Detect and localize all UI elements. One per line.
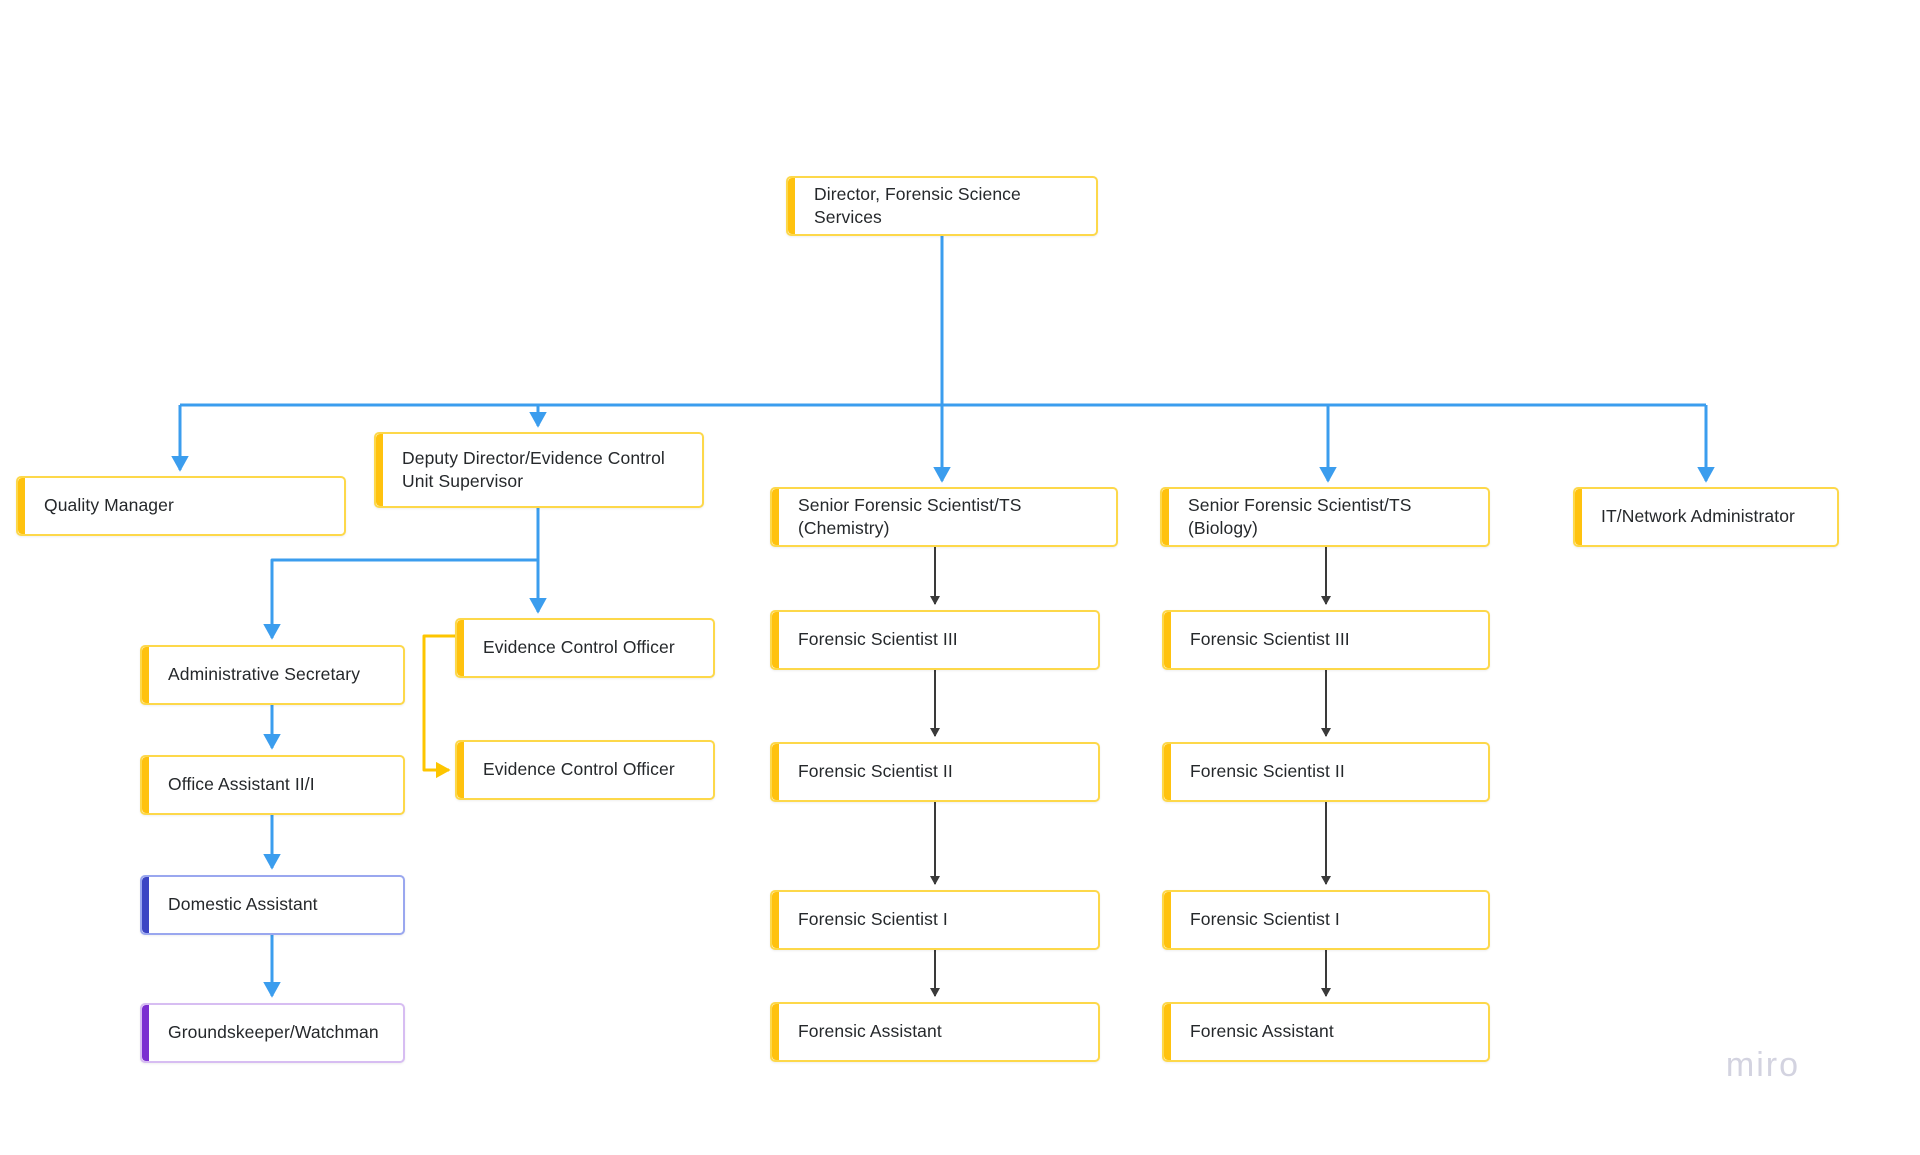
- node-accent-bar: [142, 877, 149, 933]
- node-label: Deputy Director/Evidence Control Unit Su…: [402, 447, 665, 491]
- node-accent-bar: [772, 892, 779, 948]
- node-label: Groundskeeper/Watchman: [168, 1022, 379, 1043]
- node-accent-bar: [1164, 612, 1171, 668]
- node-label: Forensic Scientist III: [798, 629, 958, 650]
- node-accent-bar: [457, 620, 464, 676]
- node-label: Forensic Assistant: [798, 1021, 942, 1042]
- node-accent-bar: [772, 744, 779, 800]
- node-bio-fs1[interactable]: Forensic Scientist I: [1162, 890, 1490, 950]
- node-bio-fa[interactable]: Forensic Assistant: [1162, 1002, 1490, 1062]
- node-label: Forensic Scientist III: [1190, 629, 1350, 650]
- node-label: Director, Forensic Science Services: [814, 183, 1021, 227]
- node-label: IT/Network Administrator: [1601, 506, 1795, 527]
- node-eco-1[interactable]: Evidence Control Officer: [455, 618, 715, 678]
- node-label: Evidence Control Officer: [483, 759, 675, 780]
- node-accent-bar: [1164, 744, 1171, 800]
- node-accent-bar: [788, 178, 795, 234]
- node-deputy-director[interactable]: Deputy Director/Evidence Control Unit Su…: [374, 432, 704, 508]
- node-label: Forensic Scientist II: [1190, 761, 1345, 782]
- node-label: Administrative Secretary: [168, 664, 361, 685]
- node-label: Senior Forensic Scientist/TS (Chemistry): [798, 494, 1022, 538]
- node-domestic-assistant[interactable]: Domestic Assistant: [140, 875, 405, 935]
- node-label: Forensic Scientist I: [1190, 909, 1340, 930]
- node-accent-bar: [1164, 892, 1171, 948]
- node-accent-bar: [1164, 1004, 1171, 1060]
- node-office-assistant[interactable]: Office Assistant II/I: [140, 755, 405, 815]
- node-label: Forensic Assistant: [1190, 1021, 1334, 1042]
- node-chem-fs3[interactable]: Forensic Scientist III: [770, 610, 1100, 670]
- node-quality-manager[interactable]: Quality Manager: [16, 476, 346, 536]
- node-accent-bar: [772, 489, 779, 545]
- node-chem-fa[interactable]: Forensic Assistant: [770, 1002, 1100, 1062]
- node-label: Office Assistant II/I: [168, 774, 315, 795]
- node-chem-fs1[interactable]: Forensic Scientist I: [770, 890, 1100, 950]
- node-it-admin[interactable]: IT/Network Administrator: [1573, 487, 1839, 547]
- node-eco-2[interactable]: Evidence Control Officer: [455, 740, 715, 800]
- node-sfs-biology[interactable]: Senior Forensic Scientist/TS (Biology): [1160, 487, 1490, 547]
- node-chem-fs2[interactable]: Forensic Scientist II: [770, 742, 1100, 802]
- node-groundskeeper[interactable]: Groundskeeper/Watchman: [140, 1003, 405, 1063]
- miro-watermark: miro: [1725, 1046, 1800, 1084]
- node-accent-bar: [142, 647, 149, 703]
- node-accent-bar: [772, 612, 779, 668]
- node-director[interactable]: Director, Forensic Science Services: [786, 176, 1098, 236]
- node-label: Forensic Scientist II: [798, 761, 953, 782]
- node-accent-bar: [142, 757, 149, 813]
- node-accent-bar: [376, 434, 383, 506]
- node-label: Forensic Scientist I: [798, 909, 948, 930]
- edge-eco1-eco2: [422, 634, 455, 779]
- node-label: Evidence Control Officer: [483, 637, 675, 658]
- node-accent-bar: [1575, 489, 1582, 545]
- node-accent-bar: [457, 742, 464, 798]
- node-admin-secretary[interactable]: Administrative Secretary: [140, 645, 405, 705]
- node-label: Senior Forensic Scientist/TS (Biology): [1188, 494, 1412, 538]
- node-accent-bar: [1162, 489, 1169, 545]
- node-accent-bar: [142, 1005, 149, 1061]
- node-label: Quality Manager: [44, 495, 174, 516]
- node-label: Domestic Assistant: [168, 894, 318, 915]
- node-bio-fs3[interactable]: Forensic Scientist III: [1162, 610, 1490, 670]
- node-bio-fs2[interactable]: Forensic Scientist II: [1162, 742, 1490, 802]
- node-accent-bar: [772, 1004, 779, 1060]
- node-accent-bar: [18, 478, 25, 534]
- node-sfs-chemistry[interactable]: Senior Forensic Scientist/TS (Chemistry): [770, 487, 1118, 547]
